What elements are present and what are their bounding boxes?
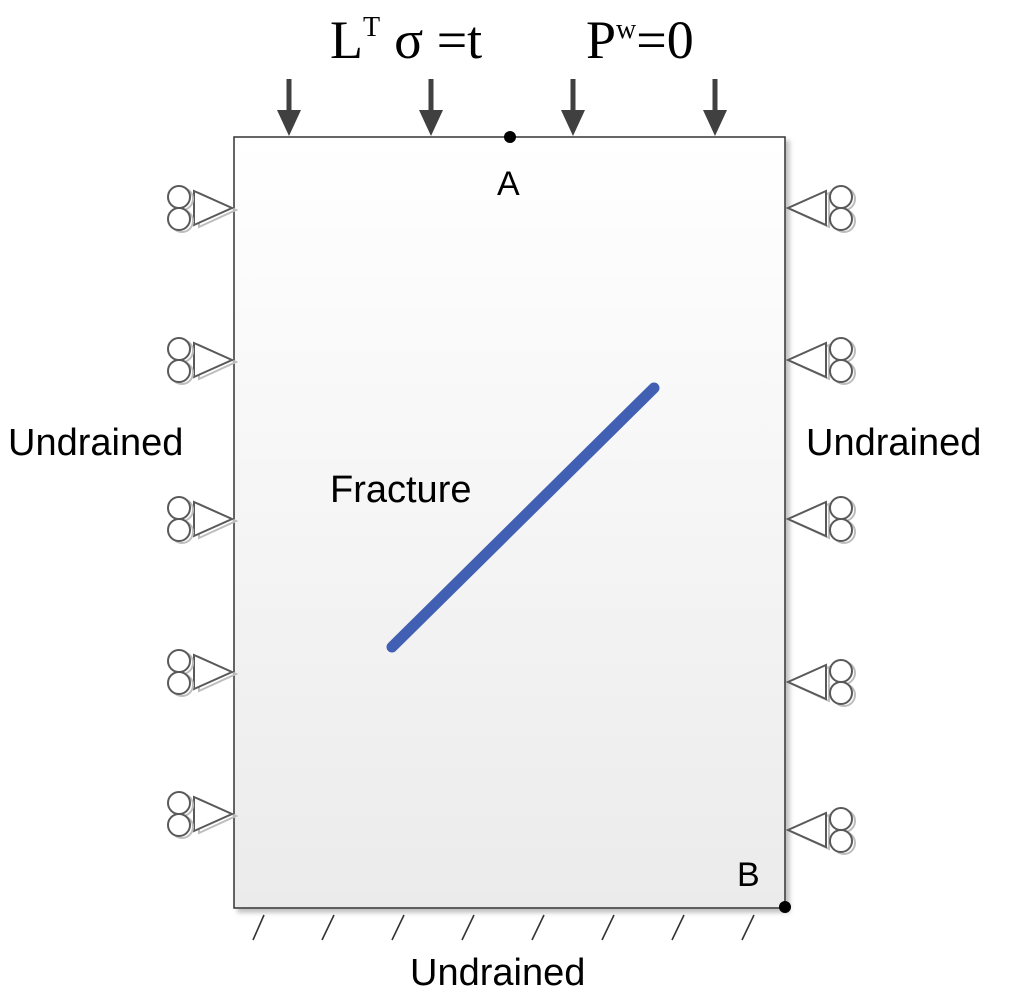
fracture-label: Fracture — [330, 469, 471, 511]
left-roller-supports — [167, 185, 239, 839]
roller-support-icon — [167, 496, 239, 544]
point-a-label: A — [497, 165, 520, 203]
load-arrow-icon — [561, 79, 585, 136]
pressure-equation: =0 — [636, 10, 693, 70]
point-b-label: B — [737, 856, 760, 894]
pressure-superscript: w — [616, 14, 637, 45]
roller-support-icon — [785, 337, 856, 385]
fixed-hatch-icon — [252, 914, 755, 941]
load-arrows — [277, 79, 727, 136]
roller-support-icon — [785, 185, 856, 233]
domain-rectangle — [233, 136, 786, 909]
bottom-boundary-label: Undrained — [410, 952, 585, 994]
fracture-line — [386, 382, 660, 653]
right-boundary-label: Undrained — [806, 422, 981, 464]
roller-support-icon — [167, 337, 239, 385]
pressure-condition-text: Pw=0 — [586, 10, 694, 70]
roller-support-icon — [167, 791, 239, 839]
left-boundary-label: Undrained — [8, 422, 183, 464]
roller-support-icon — [785, 496, 856, 544]
load-arrow-icon — [277, 79, 301, 136]
roller-support-icon — [785, 807, 856, 855]
roller-support-icon — [167, 649, 239, 697]
load-arrow-icon — [419, 79, 443, 136]
traction-equation: σ =t — [394, 10, 482, 70]
right-roller-supports — [785, 185, 856, 855]
point-a-marker — [504, 131, 516, 143]
roller-support-icon — [167, 185, 239, 233]
pressure-P: P — [586, 10, 616, 70]
load-arrow-icon — [703, 79, 727, 136]
traction-L: L — [330, 10, 363, 70]
roller-support-icon — [785, 659, 856, 707]
traction-superscript: T — [363, 12, 380, 43]
point-b-marker — [779, 901, 791, 913]
